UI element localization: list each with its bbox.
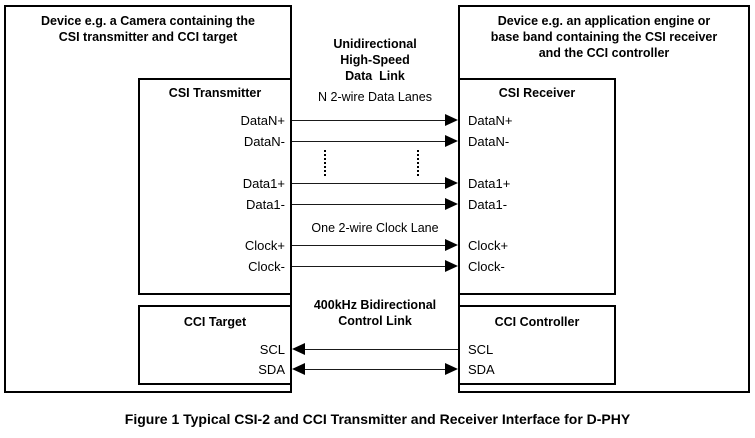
cci-target-title: CCI Target bbox=[183, 315, 247, 329]
left-device-title-line1: Device e.g. a Camera containing the bbox=[41, 14, 255, 28]
hs-link-label-line1: Unidirectional bbox=[333, 37, 417, 51]
csi-receiver-title: CSI Receiver bbox=[498, 86, 576, 100]
ellipsis-dots-right bbox=[417, 150, 419, 176]
rx-port-clock-plus: Clock+ bbox=[468, 238, 509, 253]
rx-port-data1-minus: Data1- bbox=[468, 197, 508, 212]
cci-target-box bbox=[138, 305, 292, 385]
rx-port-data1-plus: Data1+ bbox=[468, 176, 511, 191]
csi-receiver-box bbox=[458, 78, 616, 295]
hs-link-label-line3: Data Link bbox=[345, 69, 405, 83]
tx-port-clock-minus: Clock- bbox=[248, 259, 285, 274]
left-device-title-line2: CSI transmitter and CCI target bbox=[58, 30, 238, 44]
arrowhead-clock-minus bbox=[445, 259, 458, 272]
control-link-label-line1: 400kHz Bidirectional bbox=[313, 298, 437, 312]
ellipsis-dots-left bbox=[324, 150, 326, 176]
clock-lane-label: One 2-wire Clock Lane bbox=[311, 221, 439, 235]
tx-port-data1-minus: Data1- bbox=[245, 197, 285, 212]
arrowhead-sda-left bbox=[292, 362, 305, 375]
right-device-title-line1: Device e.g. an application engine or bbox=[497, 14, 711, 28]
wire-datan-plus bbox=[292, 120, 445, 121]
wire-datan-minus bbox=[292, 141, 445, 142]
tx-port-datan-minus: DataN- bbox=[243, 134, 285, 149]
cci-controller-title: CCI Controller bbox=[494, 315, 580, 329]
arrowhead-scl-left bbox=[292, 342, 305, 355]
wire-sda bbox=[305, 369, 445, 370]
data-lanes-label: N 2-wire Data Lanes bbox=[318, 90, 432, 104]
arrowhead-datan-plus bbox=[445, 113, 458, 126]
wire-scl bbox=[305, 349, 458, 350]
figure-caption: Figure 1 Typical CSI-2 and CCI Transmitt… bbox=[124, 411, 631, 427]
cci-controller-box bbox=[458, 305, 616, 385]
rx-port-datan-plus: DataN+ bbox=[468, 113, 513, 128]
rx-port-datan-minus: DataN- bbox=[468, 134, 510, 149]
control-link-label-line2: Control Link bbox=[338, 314, 412, 328]
wire-data1-minus bbox=[292, 204, 445, 205]
cci-controller-port-sda: SDA bbox=[468, 362, 495, 377]
csi-transmitter-box bbox=[138, 78, 292, 295]
cci-target-port-scl: SCL bbox=[259, 342, 285, 357]
csi-transmitter-title: CSI Transmitter bbox=[168, 86, 262, 100]
rx-port-clock-minus: Clock- bbox=[468, 259, 505, 274]
arrowhead-clock-plus bbox=[445, 238, 458, 251]
cci-controller-port-scl: SCL bbox=[468, 342, 494, 357]
arrowhead-data1-plus bbox=[445, 176, 458, 189]
right-device-title-line2: base band containing the CSI receiver bbox=[490, 30, 718, 44]
tx-port-datan-plus: DataN+ bbox=[240, 113, 285, 128]
wire-clock-minus bbox=[292, 266, 445, 267]
arrowhead-data1-minus bbox=[445, 197, 458, 210]
hs-link-label-line2: High-Speed bbox=[340, 53, 410, 67]
tx-port-data1-plus: Data1+ bbox=[242, 176, 285, 191]
wire-data1-plus bbox=[292, 183, 445, 184]
arrowhead-sda-right bbox=[445, 362, 458, 375]
cci-target-port-sda: SDA bbox=[258, 362, 285, 377]
wire-clock-plus bbox=[292, 245, 445, 246]
right-device-title-line3: and the CCI controller bbox=[538, 46, 670, 60]
arrowhead-datan-minus bbox=[445, 134, 458, 147]
tx-port-clock-plus: Clock+ bbox=[244, 238, 285, 253]
